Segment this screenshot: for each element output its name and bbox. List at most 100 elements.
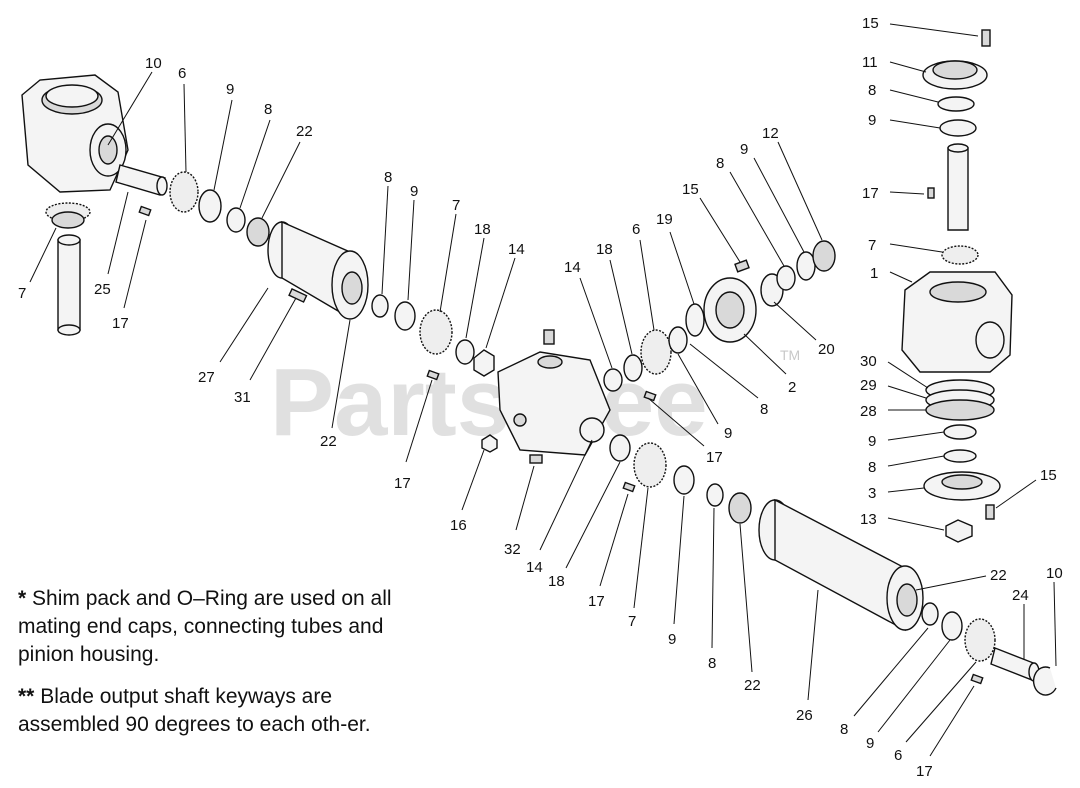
key-lower [622,481,636,493]
callout-11: 11 [862,54,878,71]
cup-top [937,96,975,112]
cup-lower [706,483,724,507]
callout-9: 9 [668,631,676,648]
callout-2: 2 [788,379,796,396]
callout-7: 7 [628,613,636,630]
callout-17: 17 [916,763,933,780]
callout-8: 8 [760,401,768,418]
cup-center-left [371,294,389,318]
callout-15: 15 [682,181,699,198]
left-vertical-shaft [57,234,81,336]
callout-18: 18 [596,241,613,258]
callout-13: 13 [860,511,877,528]
callout-9: 9 [740,141,748,158]
callout-27: 27 [198,369,215,386]
nut-16 [481,434,498,453]
note-mark: ** [18,685,35,708]
vertical-shaft-right [947,143,969,231]
callout-12: 12 [762,125,779,142]
vent-plug [543,329,555,345]
callout-8: 8 [716,155,724,172]
nut-13 [945,519,973,543]
o-ring [685,303,705,337]
note-keyways: ** Blade output shaft keyways are assemb… [18,683,418,739]
nut-center-left [473,349,495,377]
top-cover-11 [922,60,988,90]
callout-6: 6 [894,747,902,764]
bolt-31 [288,287,308,303]
callout-28: 28 [860,403,877,420]
cup-right-lower [943,449,977,463]
callout-15: 15 [862,15,879,32]
callout-20: 20 [818,341,835,358]
bearing-center-right [668,326,688,354]
callout-15: 15 [1040,467,1057,484]
callout-9: 9 [724,425,732,442]
callout-17: 17 [588,593,605,610]
callout-8: 8 [868,82,876,99]
callout-3: 3 [868,485,876,502]
callout-32: 32 [504,541,521,558]
callout-25: 25 [94,281,111,298]
callout-labels: 10 6 9 8 22 7 25 17 8 9 7 18 14 27 31 22… [18,15,1063,780]
callout-31: 31 [234,389,251,406]
shim-pack-o-ring-stack [925,379,995,421]
callout-9: 9 [410,183,418,200]
callout-22: 22 [744,677,761,694]
callout-19: 19 [656,211,673,228]
watermark-tm: TM [780,347,800,363]
shim-center-left [455,339,475,365]
callout-14: 14 [526,559,543,576]
callout-16: 16 [450,517,467,534]
callout-14: 14 [508,241,525,258]
callout-17: 17 [706,449,723,466]
callout-17: 17 [862,185,879,202]
bevel-gear-right [941,245,979,265]
bolt-32 [529,454,543,464]
callout-17: 17 [394,475,411,492]
callout-29: 29 [860,377,877,394]
callout-7: 7 [452,197,460,214]
left-bevel-gear [45,202,91,229]
bearing-top [939,119,977,137]
callout-18: 18 [548,573,565,590]
bevel-gear-lower-right [964,618,996,662]
connecting-tube-left [267,220,369,320]
seal-12 [812,240,836,272]
callout-14: 14 [564,259,581,276]
pinion-housing [497,351,611,456]
end-cap [703,277,757,343]
callout-8: 8 [384,169,392,186]
gearbox-housing-right [901,271,1013,373]
callout-6: 6 [178,65,186,82]
callout-1: 1 [870,265,878,282]
bearing-lower [673,465,695,495]
left-output-shaft [115,164,168,196]
key-center-left [426,369,440,381]
callout-8: 8 [708,655,716,672]
shim-lower [609,434,631,462]
callout-9: 9 [868,433,876,450]
output-shaft-lower-right [990,647,1040,682]
callout-7: 7 [18,285,26,302]
callout-22: 22 [296,123,313,140]
bevel-gear-center-right [640,329,672,375]
bolt-15-top [981,29,991,47]
callout-10: 10 [1046,565,1063,582]
shim-center-right [623,354,643,382]
retaining-ring [1032,666,1057,696]
key-left [138,205,152,217]
bearing-upper-left [198,189,222,223]
bearing-right-lower [943,424,977,440]
bolt-15-lower [985,504,995,520]
callout-8: 8 [264,101,272,118]
leader-lines [29,23,1057,757]
note-mark: * [18,587,27,610]
callout-9: 9 [868,112,876,129]
connecting-tube-lower [758,498,924,632]
cup-upper-left [226,207,246,233]
note-text: Shim pack and O–Ring are used on all mat… [18,587,392,666]
note-shim-pack: * Shim pack and O–Ring are used on all m… [18,585,418,669]
callout-26: 26 [796,707,813,724]
nut-center-right [603,368,623,392]
